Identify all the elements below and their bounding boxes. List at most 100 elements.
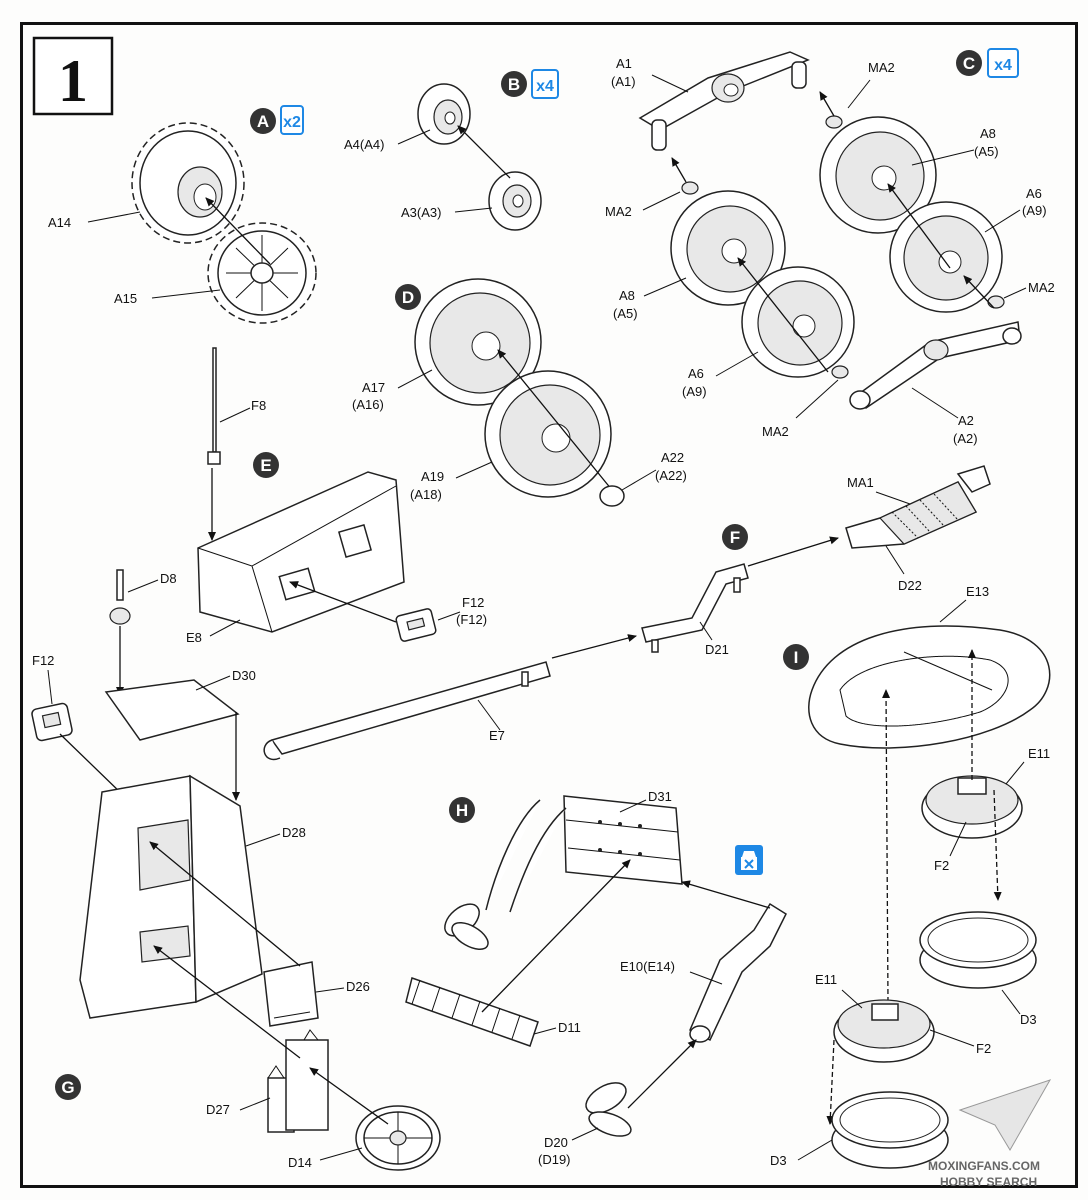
svg-text:F2: F2 — [976, 1041, 991, 1056]
svg-text:A4(A4): A4(A4) — [344, 137, 384, 152]
badge-a: A x2 — [250, 105, 304, 135]
svg-text:I: I — [794, 648, 799, 667]
radio-box-e8 — [197, 471, 405, 633]
ring-d3-bottom — [831, 1091, 949, 1169]
bushing-ma2-bottom — [831, 365, 849, 379]
road-wheel-a4 — [417, 83, 471, 145]
svg-text:F12: F12 — [462, 595, 484, 610]
svg-text:D3: D3 — [770, 1153, 787, 1168]
svg-text:MOXINGFANS.COM: MOXINGFANS.COM — [928, 1159, 1040, 1173]
svg-text:F2: F2 — [934, 858, 949, 873]
svg-text:D27: D27 — [206, 1102, 230, 1117]
seat-stand-d28 — [79, 774, 263, 1019]
svg-text:E: E — [260, 456, 271, 475]
svg-text:B: B — [508, 75, 520, 94]
bushing-ma2-left — [681, 181, 699, 195]
propeller-h — [444, 903, 489, 950]
post-d8 — [109, 569, 131, 625]
ring-d3-top — [919, 911, 1037, 989]
road-wheel-a17 — [414, 278, 542, 406]
road-wheel-a6-right — [889, 201, 1003, 313]
svg-text:A22: A22 — [661, 450, 684, 465]
badge-g: G — [55, 1074, 81, 1100]
bushing-ma2 — [825, 115, 843, 129]
badge-h: H — [449, 797, 475, 823]
muffler-ma1-d22 — [845, 465, 991, 549]
svg-text:MA2: MA2 — [762, 424, 789, 439]
svg-text:(A9): (A9) — [682, 384, 707, 399]
svg-text:D30: D30 — [232, 668, 256, 683]
plate-f12-left — [31, 702, 73, 742]
badge-e: E — [253, 452, 279, 478]
svg-text:D21: D21 — [705, 642, 729, 657]
svg-text:A8: A8 — [980, 126, 996, 141]
svg-text:MA2: MA2 — [1028, 280, 1055, 295]
plate-f12-box — [395, 608, 437, 642]
svg-text:E11: E11 — [1028, 746, 1050, 761]
svg-text:D3: D3 — [1020, 1012, 1037, 1027]
svg-text:x4: x4 — [994, 57, 1012, 74]
svg-text:(A18): (A18) — [410, 487, 442, 502]
svg-text:MA1: MA1 — [847, 475, 874, 490]
sprocket-a15 — [207, 222, 317, 324]
svg-text:A17: A17 — [362, 380, 385, 395]
antenna-f8 — [207, 347, 221, 465]
svg-text:A3(A3): A3(A3) — [401, 205, 441, 220]
svg-text:E13: E13 — [966, 584, 989, 599]
svg-text:D8: D8 — [160, 571, 177, 586]
svg-text:(A5): (A5) — [974, 144, 999, 159]
shaft-d11 — [405, 977, 539, 1047]
propeller-d20 — [585, 1082, 632, 1137]
svg-text:x4: x4 — [536, 78, 554, 95]
svg-text:D31: D31 — [648, 789, 672, 804]
svg-text:D14: D14 — [288, 1155, 312, 1170]
hatch-e11-bottom — [833, 999, 935, 1063]
svg-text:E11: E11 — [815, 972, 837, 987]
svg-text:A1: A1 — [616, 56, 632, 71]
motor-d31 — [485, 795, 683, 913]
road-wheel-a19 — [484, 370, 612, 498]
bracket-d26 — [263, 961, 319, 1027]
svg-text:E7: E7 — [489, 728, 505, 743]
svg-text:A14: A14 — [48, 215, 71, 230]
handwheel-d14 — [355, 1105, 441, 1171]
svg-text:(A5): (A5) — [613, 306, 638, 321]
svg-text:E10(E14): E10(E14) — [620, 959, 675, 974]
svg-text:(A16): (A16) — [352, 397, 384, 412]
road-wheel-a8-left — [670, 190, 786, 306]
suspension-arm-a2 — [849, 321, 1022, 410]
svg-text:D11: D11 — [558, 1020, 581, 1035]
pipe-e7 — [263, 661, 551, 761]
svg-text:(D19): (D19) — [538, 1152, 571, 1167]
svg-text:D22: D22 — [898, 578, 922, 593]
pipe-d21 — [641, 563, 749, 653]
svg-text:E8: E8 — [186, 630, 202, 645]
road-wheel-a3 — [488, 171, 542, 231]
plate-d30 — [104, 679, 240, 741]
svg-text:A8: A8 — [619, 288, 635, 303]
svg-text:H: H — [456, 801, 468, 820]
svg-text:F8: F8 — [251, 398, 266, 413]
badge-b: B x4 — [501, 69, 559, 99]
step-number-box: 1 — [32, 36, 114, 116]
arm-e10 — [689, 902, 787, 1043]
bushing-ma2-right — [987, 295, 1005, 309]
svg-text:(A9): (A9) — [1022, 203, 1047, 218]
watermark: MOXINGFANS.COM HOBBY SEARCH — [928, 1079, 1052, 1189]
step-number: 1 — [58, 48, 88, 114]
svg-text:A6: A6 — [688, 366, 704, 381]
svg-text:(A1): (A1) — [611, 74, 636, 89]
suspension-arm-a1 — [638, 51, 810, 151]
svg-text:F12: F12 — [32, 653, 54, 668]
svg-text:MA2: MA2 — [868, 60, 895, 75]
pedal-d27 — [267, 1029, 329, 1133]
svg-text:D28: D28 — [282, 825, 306, 840]
svg-text:F: F — [730, 528, 740, 547]
svg-text:A6: A6 — [1026, 186, 1042, 201]
svg-text:A19: A19 — [421, 469, 444, 484]
svg-text:HOBBY SEARCH: HOBBY SEARCH — [940, 1175, 1037, 1189]
page-frame — [20, 22, 1078, 1188]
svg-text:x2: x2 — [283, 114, 301, 131]
